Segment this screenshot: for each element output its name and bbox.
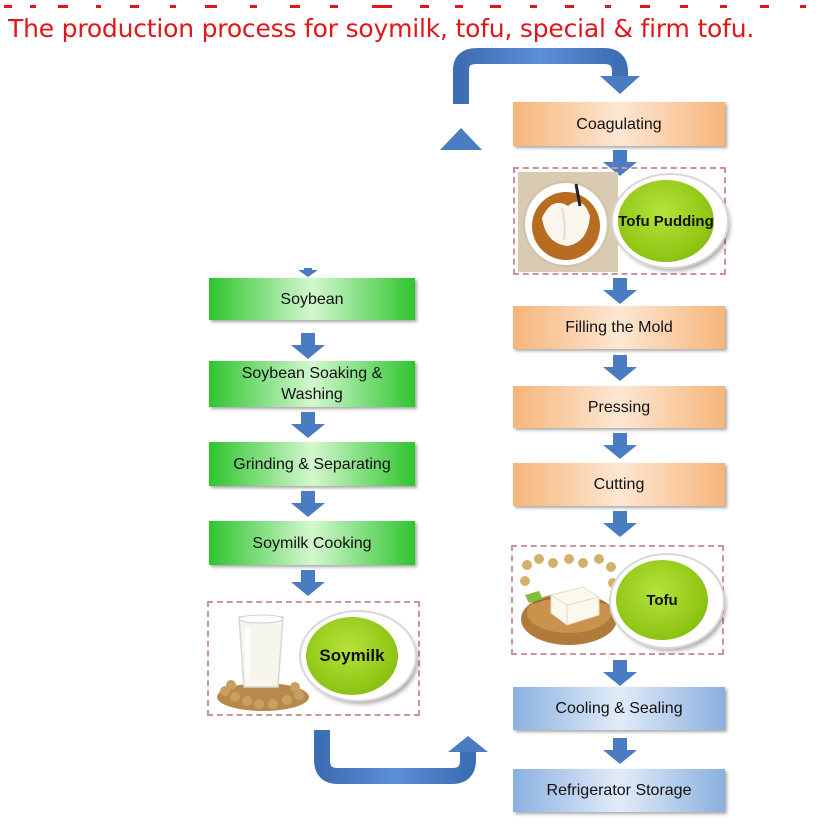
- down-arrow-icon: [603, 738, 637, 764]
- step-label: Coagulating: [576, 115, 662, 133]
- up-arrow-icon: [440, 128, 482, 150]
- tofu-product-frame: Tofu: [511, 545, 724, 655]
- badge-label: Tofu: [616, 560, 708, 640]
- step-coagulating: Coagulating: [513, 102, 725, 146]
- connector-arrow-top: [453, 48, 628, 104]
- step-soymilk-cooking: Soymilk Cooking: [209, 521, 415, 565]
- down-arrow-icon: [603, 150, 637, 176]
- tofu-pudding-frame: Tofu Pudding: [513, 167, 727, 275]
- step-cooling-sealing: Cooling & Sealing: [513, 687, 725, 730]
- down-arrow-icon: [603, 355, 637, 381]
- tofu-block-basket-icon: [520, 554, 618, 645]
- down-arrow-icon: [291, 491, 325, 517]
- step-label: Soymilk Cooking: [252, 534, 372, 552]
- connector-arrow-bottom: [314, 730, 476, 784]
- down-arrow-icon: [291, 333, 325, 359]
- connector-arrow-up-head: [448, 736, 488, 752]
- step-cutting: Cutting: [513, 463, 725, 506]
- cropped-text-fragments: [4, 5, 806, 8]
- step-label: Grinding & Separating: [233, 455, 391, 473]
- cropped-top-text-strip: [0, 0, 838, 8]
- soymilk-badge: Soymilk: [301, 612, 415, 700]
- right-down-arrow-icon: [600, 76, 640, 94]
- tofu-badge: Tofu: [611, 555, 723, 647]
- step-grinding-separating: Grinding & Separating: [209, 442, 415, 486]
- step-label: Soybean Soaking & Washing: [241, 365, 383, 403]
- down-arrow-icon: [291, 570, 325, 596]
- down-arrow-icon: [603, 278, 637, 304]
- down-arrow-icon: [603, 511, 637, 537]
- glass-of-soymilk-icon: [217, 614, 309, 711]
- step-refrigerator-storage: Refrigerator Storage: [513, 769, 725, 812]
- down-arrow-icon: [298, 268, 318, 277]
- step-soaking-washing: Soybean Soaking & Washing: [209, 361, 415, 407]
- tofu-pudding-bowl-icon: [518, 172, 618, 272]
- tofu-pudding-badge: Tofu Pudding: [613, 175, 727, 267]
- step-pressing: Pressing: [513, 386, 725, 428]
- down-arrow-icon: [291, 412, 325, 438]
- down-arrow-icon: [603, 660, 637, 686]
- step-label: Filling the Mold: [565, 319, 673, 336]
- step-label: Cooling & Sealing: [555, 700, 683, 717]
- step-label: Soybean: [280, 290, 344, 308]
- badge-label: Soymilk: [306, 617, 398, 695]
- step-soybean: Soybean: [209, 278, 415, 320]
- step-label: Cutting: [593, 476, 645, 493]
- page-title: The production process for soymilk, tofu…: [8, 14, 755, 43]
- step-filling-mold: Filling the Mold: [513, 306, 725, 349]
- down-arrow-icon: [603, 433, 637, 459]
- step-label: Refrigerator Storage: [546, 782, 692, 799]
- step-label: Pressing: [587, 398, 651, 416]
- soymilk-product-frame: Soymilk: [207, 601, 420, 716]
- badge-label: Tofu Pudding: [618, 180, 714, 262]
